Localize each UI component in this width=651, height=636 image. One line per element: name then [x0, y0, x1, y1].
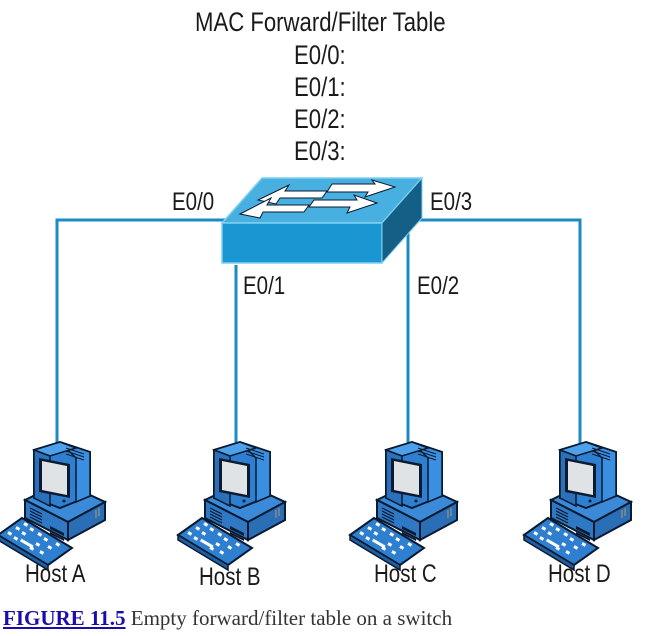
computer-icon-host-b[interactable]	[177, 441, 286, 571]
computer-icon-host-a[interactable]	[0, 441, 106, 571]
host-label-b: Host B	[199, 563, 261, 591]
links	[55, 218, 582, 448]
figure-caption: FIGURE 11.5 Empty forward/filter table o…	[3, 606, 452, 631]
mac-table-title: MAC Forward/Filter Table	[195, 7, 446, 37]
switch-arrows-icon	[238, 179, 397, 219]
host-label-d: Host D	[548, 560, 611, 588]
caption-text: Empty forward/filter table on a switch	[125, 606, 453, 630]
mac-table-row: E0/2:	[294, 104, 346, 134]
link-host-a	[55, 218, 228, 448]
port-label-e0-1: E0/1	[243, 272, 286, 300]
computer-icon-host-c[interactable]	[349, 441, 458, 571]
mac-table-row: E0/0:	[294, 40, 346, 70]
port-label-e0-0: E0/0	[172, 188, 215, 216]
host-label-a: Host A	[25, 560, 86, 588]
port-label-e0-3: E0/3	[430, 188, 473, 216]
port-label-e0-2: E0/2	[417, 272, 460, 300]
computer-icon-host-d[interactable]	[523, 441, 632, 571]
switch-icon[interactable]	[220, 176, 424, 265]
mac-table-row: E0/1:	[294, 72, 346, 102]
host-label-c: Host C	[374, 560, 437, 588]
link-host-d	[418, 218, 582, 448]
figure-link[interactable]: FIGURE 11.5	[3, 606, 126, 630]
mac-table-row: E0/3:	[294, 136, 346, 166]
